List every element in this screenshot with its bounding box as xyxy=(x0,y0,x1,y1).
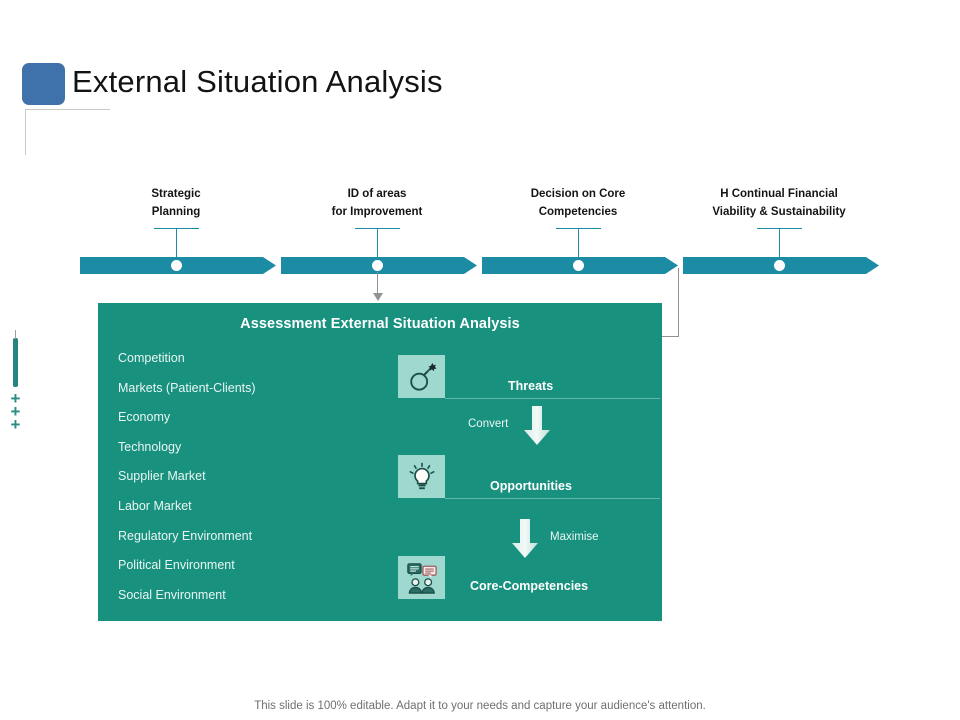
edge-plus-icon-2: + xyxy=(10,402,21,421)
stage-rule-threats xyxy=(445,398,660,399)
assessment-panel-title: Assessment External Situation Analysis xyxy=(240,316,520,332)
timeline-stem-cap-2 xyxy=(355,228,400,229)
timeline-label-1: Strategic Planning xyxy=(76,185,276,221)
footer-note: This slide is 100% editable. Adapt it to… xyxy=(254,700,706,712)
list-item: Technology xyxy=(118,439,182,454)
timeline-label-2-line1: ID of areas xyxy=(347,188,407,200)
assessment-panel: Assessment External Situation Analysis C… xyxy=(98,303,662,621)
timeline-stem-3 xyxy=(578,228,579,260)
timeline-node-1[interactable] xyxy=(170,259,183,272)
list-item: Supplier Market xyxy=(118,469,206,484)
timeline-stem-2 xyxy=(377,228,378,260)
lightbulb-icon-glyph xyxy=(408,462,435,489)
timeline-label-4-line2: Viability & Sustainability xyxy=(712,206,846,218)
timeline-stem-cap-3 xyxy=(556,228,601,229)
title-underline xyxy=(25,109,110,110)
external-factors-list: Competition Markets (Patient-Clients) Ec… xyxy=(118,351,388,617)
timeline-stem-4 xyxy=(779,228,780,260)
list-item: Labor Market xyxy=(118,498,192,513)
down-arrow-glyph-2 xyxy=(512,519,538,558)
timeline-node-3[interactable] xyxy=(572,259,585,272)
down-arrow-icon-convert xyxy=(523,406,551,446)
list-item: Social Environment xyxy=(118,587,226,602)
page-title: External Situation Analysis xyxy=(72,64,443,99)
stage-label-opportunities: Opportunities xyxy=(490,479,572,493)
list-item: Markets (Patient-Clients) xyxy=(118,380,256,395)
transition-label-maximise: Maximise xyxy=(550,531,599,543)
list-item: Regulatory Environment xyxy=(118,528,253,543)
bomb-icon xyxy=(398,355,445,398)
timeline-label-1-line2: Planning xyxy=(151,206,201,218)
stage-label-core-competencies: Core-Competencies xyxy=(470,579,589,593)
lightbulb-icon xyxy=(398,455,445,498)
timeline-label-2: ID of areas for Improvement xyxy=(277,185,477,221)
timeline-node-4[interactable] xyxy=(773,259,786,272)
list-item: Economy xyxy=(118,410,171,425)
connector-step3-vertical xyxy=(678,268,679,336)
timeline-label-3-line2: Competencies xyxy=(538,206,618,218)
edge-plus-icon-3: + xyxy=(10,415,21,434)
edge-accent-cap xyxy=(15,330,16,339)
people-discussion-icon-glyph xyxy=(406,562,437,594)
timeline-stem-cap-4 xyxy=(757,228,802,229)
timeline-node-2[interactable] xyxy=(371,259,384,272)
people-discussion-icon xyxy=(398,556,445,599)
stage-rule-opportunities xyxy=(445,498,660,499)
timeline-stem-cap-1 xyxy=(154,228,199,229)
timeline-label-3-line1: Decision on Core xyxy=(530,188,626,200)
left-margin-line xyxy=(25,109,26,155)
list-item: Political Environment xyxy=(118,558,235,573)
down-arrow-glyph-1 xyxy=(524,406,550,445)
title-accent-square xyxy=(22,63,65,105)
connector-node2-vertical xyxy=(377,272,378,297)
list-item: Competition xyxy=(118,351,185,365)
edge-plus-icon-1: + xyxy=(10,389,21,408)
bomb-icon-glyph xyxy=(409,362,437,391)
timeline-label-1-line1: Strategic xyxy=(151,188,201,200)
timeline-label-4: H Continual Financial Viability & Sustai… xyxy=(679,185,879,221)
connector-node2-arrowhead xyxy=(373,293,383,301)
timeline-label-4-line1: H Continual Financial xyxy=(720,188,838,200)
timeline-stem-1 xyxy=(176,228,177,260)
connector-step3-horizontal xyxy=(662,336,679,337)
edge-accent-bar xyxy=(13,338,18,387)
down-arrow-icon-maximise xyxy=(511,519,539,559)
stage-label-threats: Threats xyxy=(508,379,554,393)
transition-label-convert: Convert xyxy=(468,418,509,430)
timeline-label-3: Decision on Core Competencies xyxy=(478,185,678,221)
timeline-label-2-line2: for Improvement xyxy=(331,206,423,218)
